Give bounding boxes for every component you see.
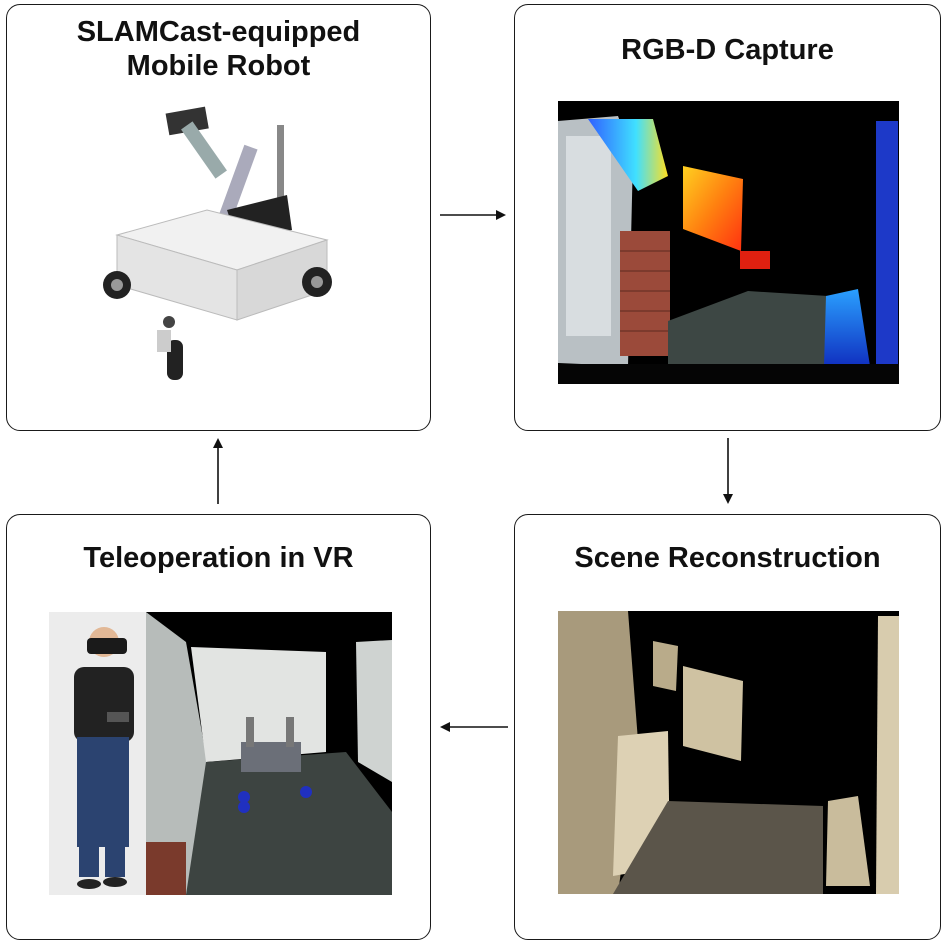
panel-capture-title: RGB-D Capture [621, 34, 834, 66]
rgbd-capture-image [558, 101, 899, 384]
robot-photo [87, 100, 347, 390]
arrow-teleop-to-robot [211, 438, 225, 504]
vr-view-image [146, 612, 392, 895]
arrow-reconstruction-to-teleop [440, 720, 508, 734]
panel-robot-title-line1: SLAMCast-equipped [76, 16, 361, 48]
panel-reconstruction-title: Scene Reconstruction [574, 542, 881, 574]
panel-teleop-title: Teleoperation in VR [83, 542, 354, 574]
arrow-robot-to-capture [440, 208, 506, 222]
panel-robot: SLAMCast-equipped Mobile Robot [6, 4, 431, 431]
panel-teleop: Teleoperation in VR [6, 514, 431, 940]
panel-robot-title-line2: Mobile Robot [126, 50, 311, 82]
panel-robot-title: SLAMCast-equipped Mobile Robot [7, 15, 430, 83]
vr-operator-photo [49, 612, 146, 895]
scene-reconstruction-image [558, 611, 899, 894]
panel-reconstruction: Scene Reconstruction [514, 514, 941, 940]
panel-capture: RGB-D Capture [514, 4, 941, 431]
arrow-capture-to-reconstruction [721, 438, 735, 504]
